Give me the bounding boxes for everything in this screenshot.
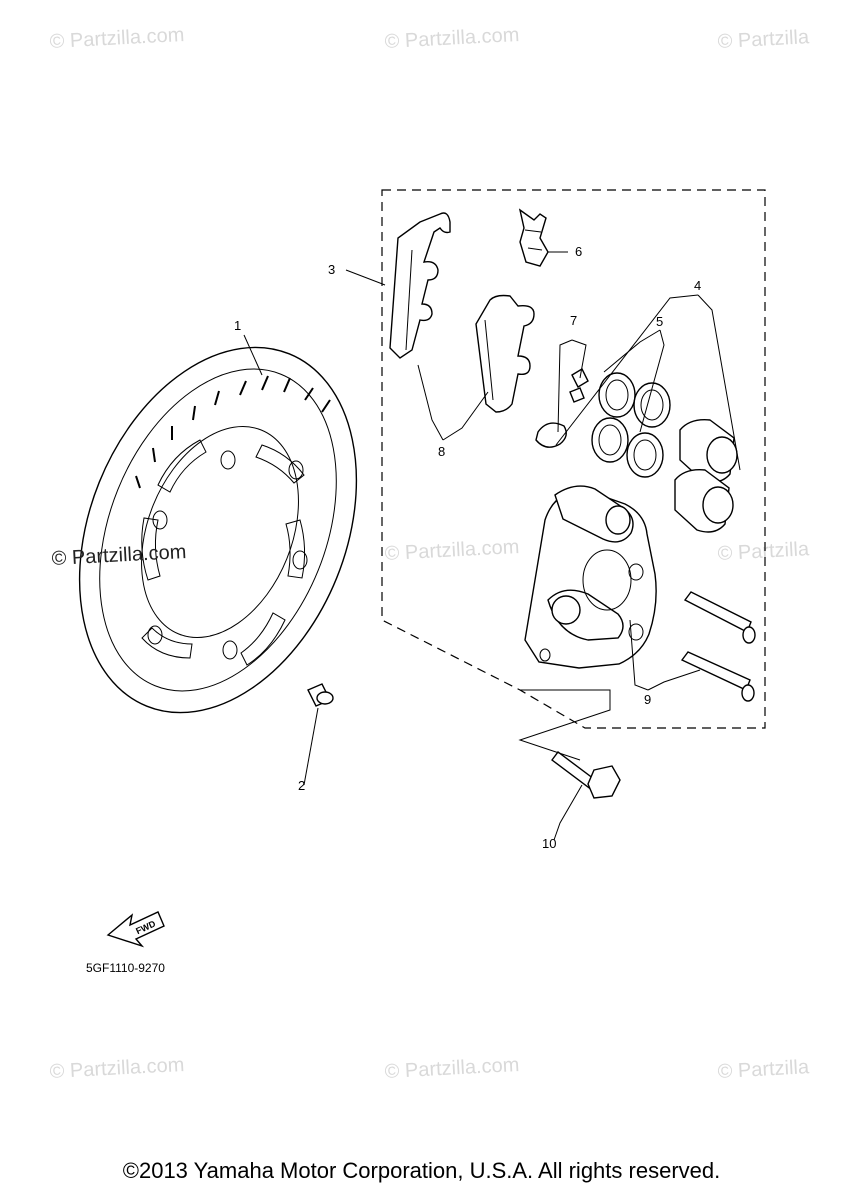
callouts: 1 2 3 4 5 6 7 8 9 10	[234, 244, 701, 851]
bleed-screw	[535, 368, 589, 448]
pistons	[674, 419, 738, 533]
callout-7: 7	[570, 313, 577, 328]
copyright-notice: ©2013 Yamaha Motor Corporation, U.S.A. A…	[122, 1158, 721, 1183]
forward-direction-arrow: FWD	[106, 911, 165, 948]
pad-spring	[518, 208, 549, 267]
callout-5: 5	[656, 314, 663, 329]
callout-8: 8	[438, 444, 445, 459]
caliper-body	[524, 485, 657, 669]
watermark: © Partzilla.com	[49, 1054, 185, 1083]
watermark: © Partzilla.com	[384, 1054, 520, 1083]
brake-disc	[78, 346, 358, 714]
callout-4: 4	[694, 278, 701, 293]
watermark: © Partzilla	[717, 538, 810, 565]
caliper-bolt	[551, 751, 621, 799]
watermark: © Partzilla.com	[384, 536, 520, 565]
watermark: © Partzilla.com	[384, 24, 520, 53]
watermark: © Partzilla	[717, 26, 810, 53]
callout-9: 9	[644, 692, 651, 707]
brake-pad-front	[389, 212, 451, 359]
brake-pad-rear	[475, 294, 535, 413]
callout-6: 6	[575, 244, 582, 259]
piston-seals	[591, 372, 671, 478]
caliper-bolt-guide	[518, 689, 611, 761]
caliper-assembly-dashed-outline	[381, 189, 766, 729]
leader-lines	[243, 251, 741, 841]
caliper-pins	[680, 591, 756, 702]
watermark: © Partzilla.com	[49, 24, 185, 53]
callout-2: 2	[298, 778, 305, 793]
callout-1: 1	[234, 318, 241, 333]
watermarks: © Partzilla.com © Partzilla.com © Partzi…	[49, 24, 810, 1083]
diagram-code: 5GF1110-9270	[86, 961, 165, 975]
watermark: © Partzilla	[717, 1056, 810, 1083]
callout-10: 10	[542, 836, 556, 851]
disc-bolt	[307, 683, 334, 707]
callout-3: 3	[328, 262, 335, 277]
